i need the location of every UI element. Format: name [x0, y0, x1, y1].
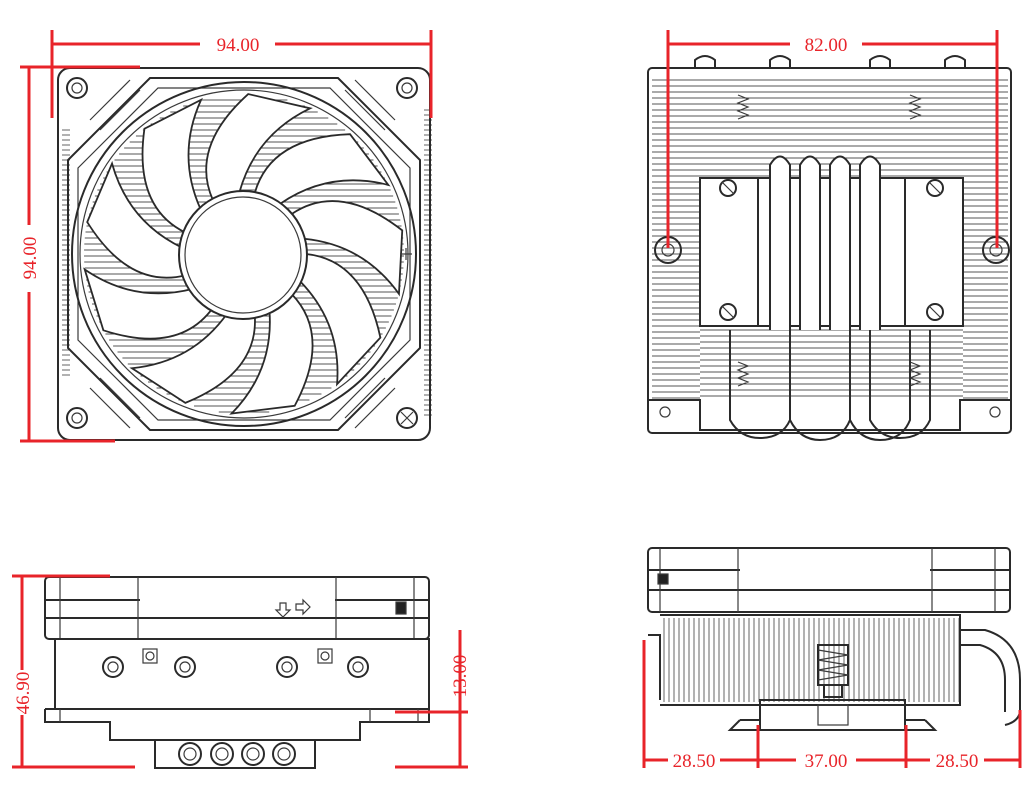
fan-blade	[229, 292, 314, 415]
fan-blade	[129, 312, 256, 404]
fan-blade	[86, 160, 187, 279]
side-clearance-label: 13.00	[450, 655, 471, 698]
front-width-label: 94.00	[217, 35, 260, 56]
top-span-dimension: 82.00	[666, 30, 999, 248]
front-height-dimension: 94.00	[20, 65, 140, 443]
heatpipe	[829, 155, 851, 330]
bottom-dimensions: 28.50 37.00 28.50	[642, 640, 1022, 772]
side-height-label: 46.90	[13, 672, 34, 715]
heatsink-top-view	[647, 55, 1012, 442]
fan-blade	[290, 200, 404, 297]
bottom-right-label: 28.50	[936, 751, 979, 772]
fan-blade	[141, 97, 203, 234]
fan-front-view	[57, 67, 432, 441]
bottom-mid-label: 37.00	[805, 751, 848, 772]
heatpipe	[859, 155, 881, 330]
side-height-dimension: 46.90	[12, 574, 135, 769]
side-view	[44, 576, 430, 769]
airflow-arrow-icon	[274, 598, 311, 618]
screw-icon	[66, 77, 418, 429]
fan-blade	[298, 253, 382, 387]
fan-blade	[253, 133, 391, 205]
front-width-dimension: 94.00	[50, 30, 433, 118]
heatpipe-side-view	[647, 547, 1021, 731]
heatpipe	[799, 155, 821, 330]
fan-blade	[205, 93, 313, 202]
fan-blade	[83, 267, 215, 340]
bottom-left-label: 28.50	[673, 751, 716, 772]
heatpipe	[769, 155, 791, 330]
top-span-label: 82.00	[805, 35, 848, 56]
side-clearance-dimension: 13.00	[395, 630, 471, 769]
front-height-label: 94.00	[20, 237, 41, 280]
